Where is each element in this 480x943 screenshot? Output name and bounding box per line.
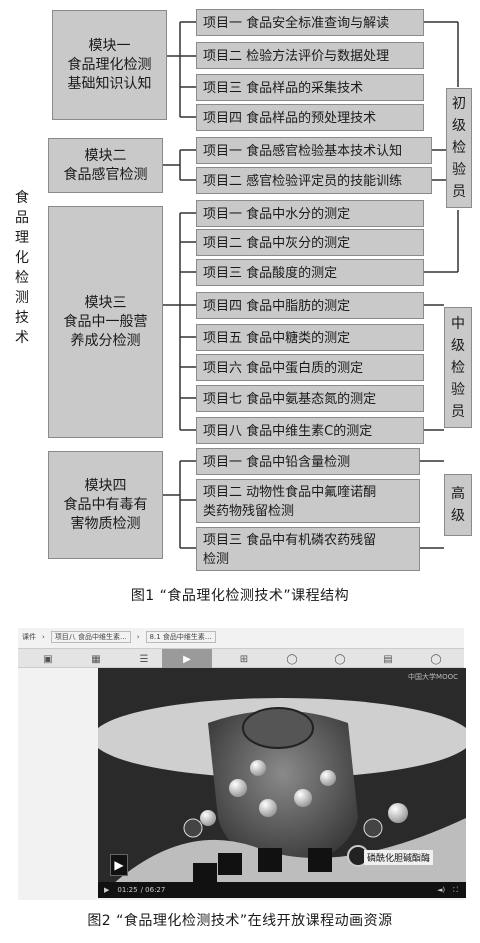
item-3-7: 项目七 食品中氨基态氮的测定 (196, 385, 424, 412)
item-3-1: 项目一 食品中水分的测定 (196, 200, 424, 227)
item-4-2: 项目二 动物性食品中氟喹诺酮 类药物残留检测 (196, 479, 420, 523)
item-3-5: 项目五 食品中糖类的测定 (196, 324, 424, 351)
chat-icon[interactable]: ◯ (286, 653, 298, 665)
time-current: 01:25 (117, 886, 138, 894)
item-1-3: 项目三 食品样品的采集技术 (196, 74, 424, 101)
item-2-1: 项目一 食品感官检验基本技术认知 (196, 137, 432, 164)
connector-lines (163, 21, 459, 549)
module-2: 模块二 食品感官检测 (48, 138, 163, 193)
module-4: 模块四 食品中有毒有 害物质检测 (48, 451, 163, 559)
time-total: / 06:27 (140, 886, 166, 894)
animation-scene (98, 668, 466, 898)
item-2-2: 项目二 感官检验评定员的技能训练 (196, 167, 432, 194)
breadcrumb-item[interactable]: 课件 (22, 633, 36, 641)
play-button[interactable]: ▶ (110, 854, 128, 876)
video-frame[interactable]: 中国大学MOOC 磷酰化胆碱酯酶 ▶ ▶ 01:25 / 06:27 ◄) ⛶ (98, 668, 466, 898)
level-senior: 高级 (444, 474, 472, 536)
doc-icon[interactable]: ▦ (91, 653, 101, 665)
figure2-caption: 图2 “食品理化检测技术”在线开放课程动画资源 (87, 913, 393, 929)
player-controls: ▶ 01:25 / 06:27 ◄) ⛶ (98, 882, 466, 898)
list-icon[interactable]: ☰ (139, 653, 149, 665)
video-label: 磷酰化胆碱酯酶 (364, 850, 434, 865)
level-junior: 初级检验员 (446, 88, 472, 208)
resource-toolbar: ▣ ▦ ☰ ▶ ⊞ ◯ ◯ ▤ ◯ (18, 648, 464, 669)
item-3-8: 项目八 食品中维生素C的测定 (196, 417, 424, 444)
fullscreen-icon[interactable]: ⛶ (453, 885, 458, 894)
item-4-1: 项目一 食品中铅含量检测 (196, 448, 420, 475)
doc-icon[interactable]: ▤ (383, 653, 393, 665)
breadcrumb-item[interactable]: 项目八 食品中维生素... (50, 631, 131, 643)
item-1-1: 项目一 食品安全标准查询与解读 (196, 9, 424, 36)
doc-icon[interactable]: ▣ (43, 653, 53, 665)
item-3-2: 项目二 食品中灰分的测定 (196, 229, 424, 256)
level-intermediate: 中级检验员 (444, 307, 472, 428)
item-3-3: 项目三 食品酸度的测定 (196, 259, 424, 286)
breadcrumb: 课件› 项目八 食品中维生素...› 8.1 食品中维生素... (22, 630, 216, 644)
item-4-3: 项目三 食品中有机磷农药残留 检测 (196, 527, 420, 571)
item-1-2: 项目二 检验方法评价与数据处理 (196, 42, 424, 69)
volume-icon[interactable]: ◄) (436, 886, 446, 894)
chat-icon[interactable]: ◯ (334, 653, 346, 665)
item-3-4: 项目四 食品中脂肪的测定 (196, 292, 424, 319)
item-3-6: 项目六 食品中蛋白质的测定 (196, 354, 424, 381)
video-watermark: 中国大学MOOC (408, 673, 458, 681)
chat-icon[interactable]: ◯ (430, 653, 442, 665)
item-1-4: 项目四 食品样品的预处理技术 (196, 104, 424, 131)
diagram-title-vertical: 食品理化检测技术 (15, 190, 29, 346)
play-icon[interactable]: ▶ (162, 649, 212, 669)
figure1-caption: 图1 “食品理化检测技术”课程结构 (130, 588, 350, 604)
breadcrumb-item[interactable]: 8.1 食品中维生素... (145, 631, 216, 643)
course-player-screenshot: 课件› 项目八 食品中维生素...› 8.1 食品中维生素... ▣ ▦ ☰ ▶… (18, 628, 466, 900)
module-1: 模块一 食品理化检测 基础知识认知 (52, 10, 167, 120)
add-icon[interactable]: ⊞ (239, 653, 249, 665)
play-icon[interactable]: ▶ (104, 886, 110, 894)
module-3: 模块三 食品中一般营 养成分检测 (48, 206, 163, 438)
